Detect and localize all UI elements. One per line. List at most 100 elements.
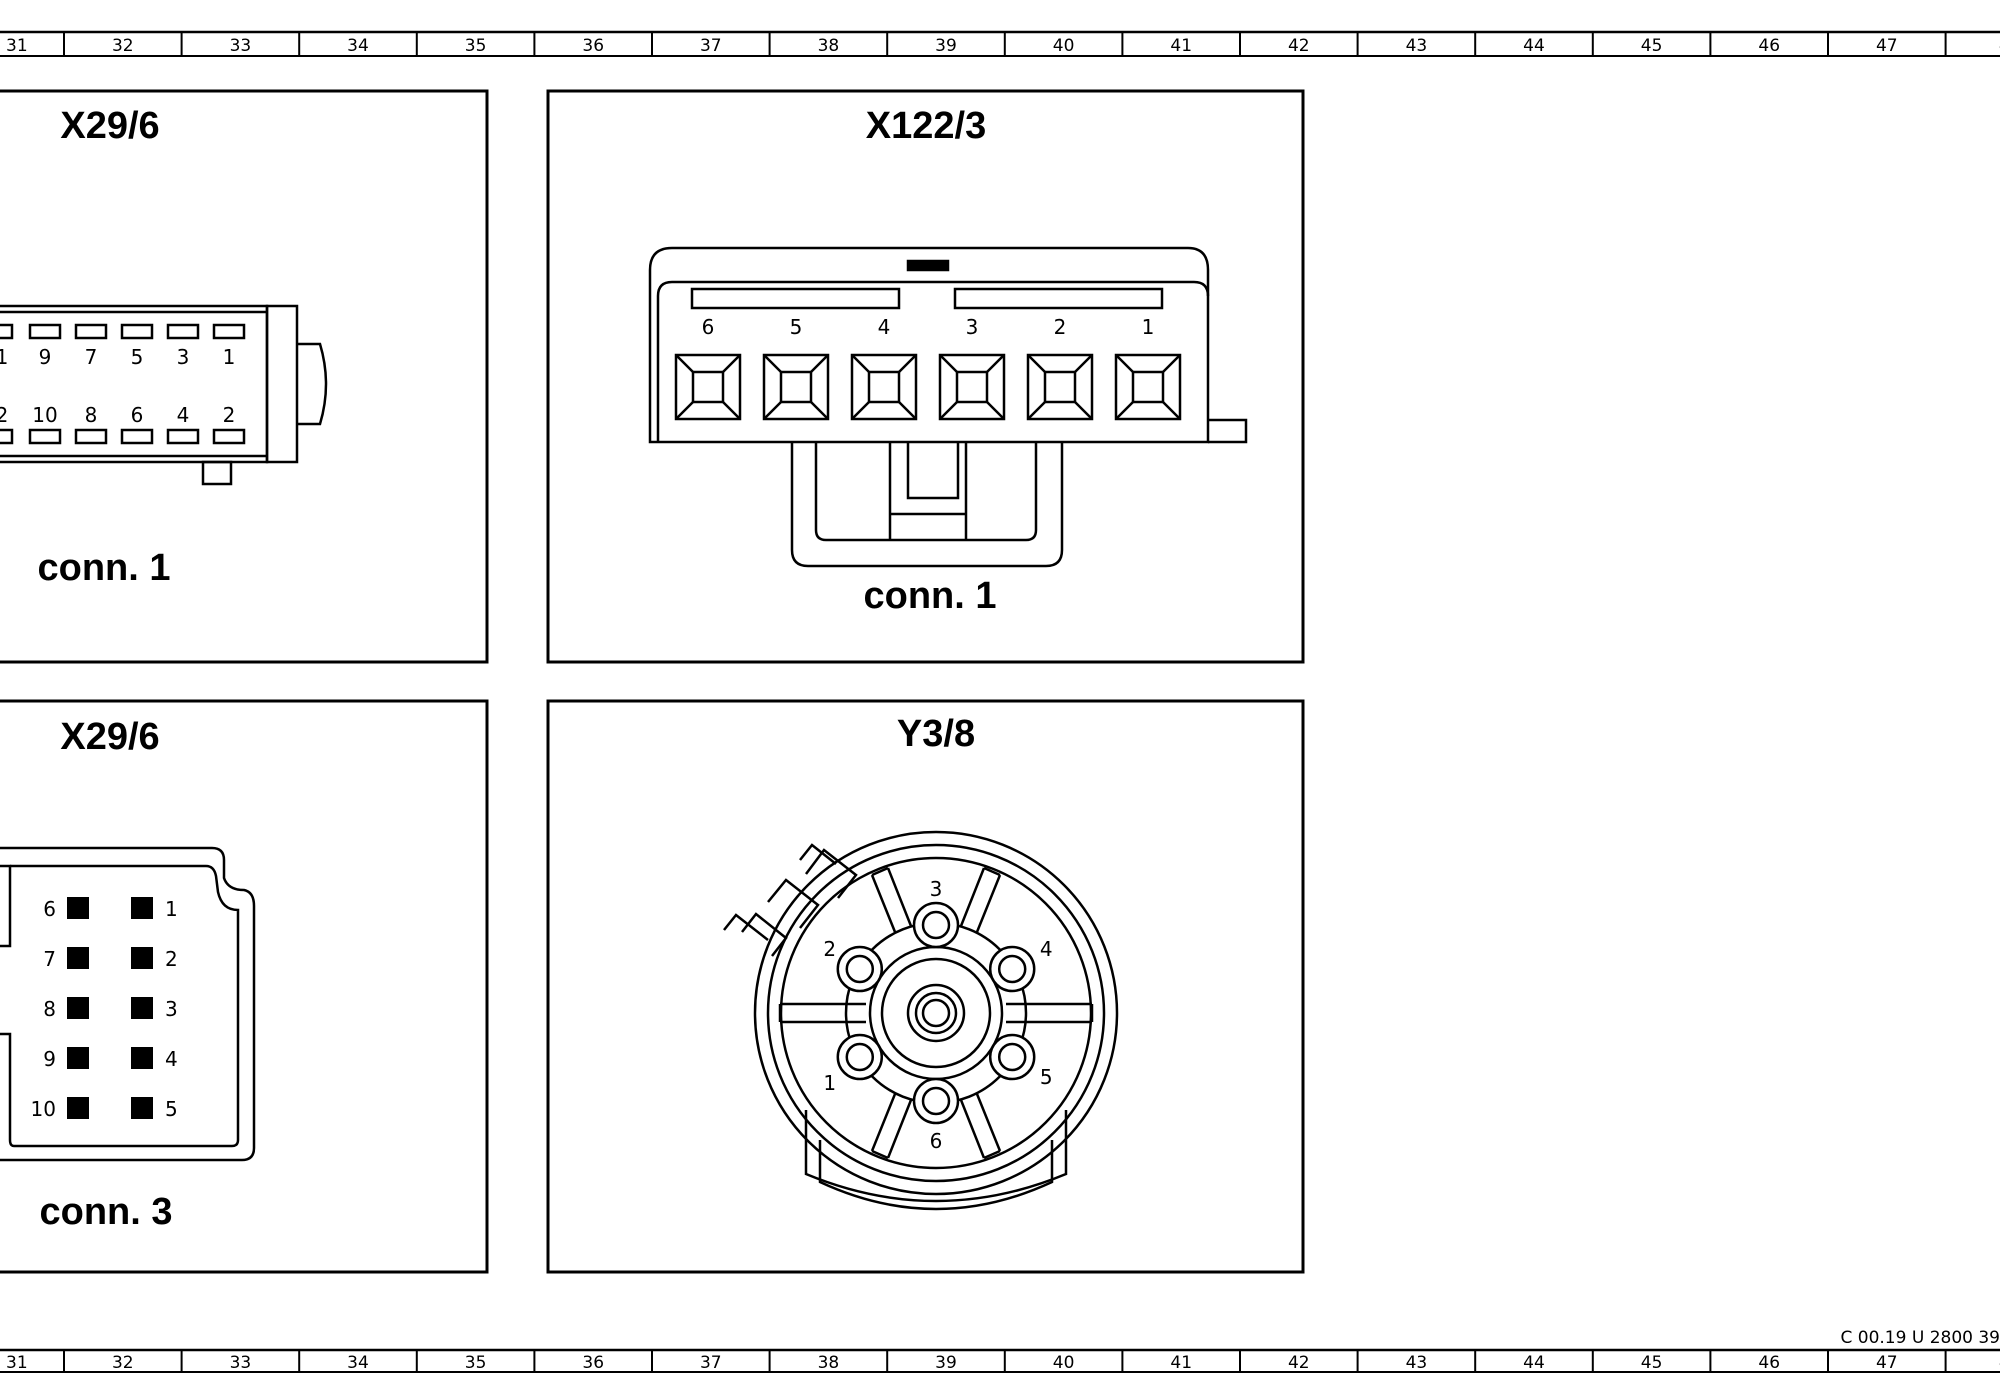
pin-socket [988, 945, 1036, 993]
ruler-label: 47 [1876, 1353, 1898, 1373]
connector-x29-6-conn-1 [0, 304, 328, 486]
ruler-label: 35 [465, 1353, 487, 1373]
pin-label: 9 [43, 1047, 56, 1071]
ruler-label: 43 [1406, 1353, 1428, 1373]
pin-socket [912, 1077, 960, 1125]
pin-label: 10 [32, 403, 57, 427]
bottom-grid-ruler: 31323334353637383940414243444546474 [0, 1348, 2000, 1373]
ruler-label: 43 [1406, 36, 1428, 56]
pin-contact [131, 897, 153, 919]
pin-cavity [1114, 353, 1182, 421]
ruler-label: 44 [1523, 1353, 1545, 1373]
pin-socket [836, 1033, 884, 1081]
panel-title: X122/3 [866, 105, 986, 147]
ruler-label: 37 [700, 36, 722, 56]
top-grid-ruler: 31323334353637383940414243444546474 [0, 30, 2000, 57]
ruler-label: 45 [1641, 36, 1663, 56]
pin-label: 5 [1040, 1065, 1053, 1089]
pin-label: 3 [966, 315, 979, 339]
pin-label: 2 [165, 947, 178, 971]
pin-label: 8 [85, 403, 98, 427]
pin-label: 5 [131, 345, 144, 369]
pin-cavity [850, 353, 918, 421]
pin-label: 2 [1054, 315, 1067, 339]
pin-contact [131, 997, 153, 1019]
panel-title: Y3/8 [897, 713, 975, 755]
ruler-label: 39 [935, 1353, 957, 1373]
ruler-label: 33 [230, 36, 252, 56]
pin-cavity [938, 353, 1006, 421]
ruler-label: 32 [112, 1353, 134, 1373]
ruler-label: 36 [582, 1353, 604, 1373]
pin-label: 4 [1040, 937, 1053, 961]
pin-label: 1 [165, 897, 178, 921]
pin-label: 6 [131, 403, 144, 427]
pin-cavity [674, 353, 742, 421]
pin-contact [67, 897, 89, 919]
ruler-label: 32 [112, 36, 134, 56]
pin-label: 10 [31, 1097, 56, 1121]
ruler-label: 37 [700, 1353, 722, 1373]
ruler-label: 35 [465, 36, 487, 56]
ruler-label: 31 [6, 1353, 28, 1373]
ruler-label: 4 [1999, 36, 2000, 56]
ruler-label: 42 [1288, 36, 1310, 56]
pin-label: 1 [1142, 315, 1155, 339]
ruler-label: 41 [1170, 1353, 1192, 1373]
pin-contact [67, 1097, 89, 1119]
pin-label: 2 [0, 403, 8, 427]
ruler-label: 34 [347, 1353, 369, 1373]
pin-label: 5 [165, 1097, 178, 1121]
pin-label: 6 [930, 1129, 943, 1153]
panel-title: X29/6 [60, 105, 159, 147]
pin-label: 2 [223, 403, 236, 427]
pin-label: 6 [702, 315, 715, 339]
pin-contact [131, 1047, 153, 1069]
ruler-label: 4 [1999, 1353, 2000, 1373]
pin-label: 3 [177, 345, 190, 369]
ruler-label: 34 [347, 36, 369, 56]
pin-socket [988, 1033, 1036, 1081]
drawing-reference: C 00.19 U 2800 39 [1841, 1328, 2000, 1348]
panel-x122-3-conn-1: X122/3 6 5 4 3 2 1 conn. 1 [546, 89, 1305, 664]
ruler-label: 41 [1170, 36, 1192, 56]
pin-label: 3 [165, 997, 178, 1021]
ruler-label: 40 [1053, 1353, 1075, 1373]
connector-x122-3 [648, 246, 1248, 568]
ruler-label: 38 [818, 36, 840, 56]
pin-label: 8 [43, 997, 56, 1021]
pin-label: 9 [39, 345, 52, 369]
connector-caption: conn. 1 [37, 547, 170, 589]
pin-label: 5 [790, 315, 803, 339]
ruler-label: 45 [1641, 1353, 1663, 1373]
pin-contact [131, 947, 153, 969]
ruler-label: 36 [582, 36, 604, 56]
pin-contact [67, 997, 89, 1019]
pin-label: 4 [165, 1047, 178, 1071]
ruler-label: 40 [1053, 36, 1075, 56]
ruler-label: 47 [1876, 36, 1898, 56]
pin-cavity [762, 353, 830, 421]
connector-caption: conn. 3 [39, 1191, 172, 1233]
ruler-label: 44 [1523, 36, 1545, 56]
pin-contact [67, 947, 89, 969]
ruler-label: 39 [935, 36, 957, 56]
pin-label: 6 [43, 897, 56, 921]
panel-title: X29/6 [60, 716, 159, 758]
pin-socket [836, 945, 884, 993]
pin-contact [67, 1047, 89, 1069]
ruler-label: 46 [1758, 36, 1780, 56]
connector-x29-6-conn-3 [0, 846, 256, 1162]
pin-socket [912, 901, 960, 949]
pin-label: 7 [85, 345, 98, 369]
pin-label: 4 [878, 315, 891, 339]
pin-label: 4 [177, 403, 190, 427]
ruler-label: 38 [818, 1353, 840, 1373]
pin-cavity [1026, 353, 1094, 421]
connector-caption: conn. 1 [863, 575, 996, 617]
